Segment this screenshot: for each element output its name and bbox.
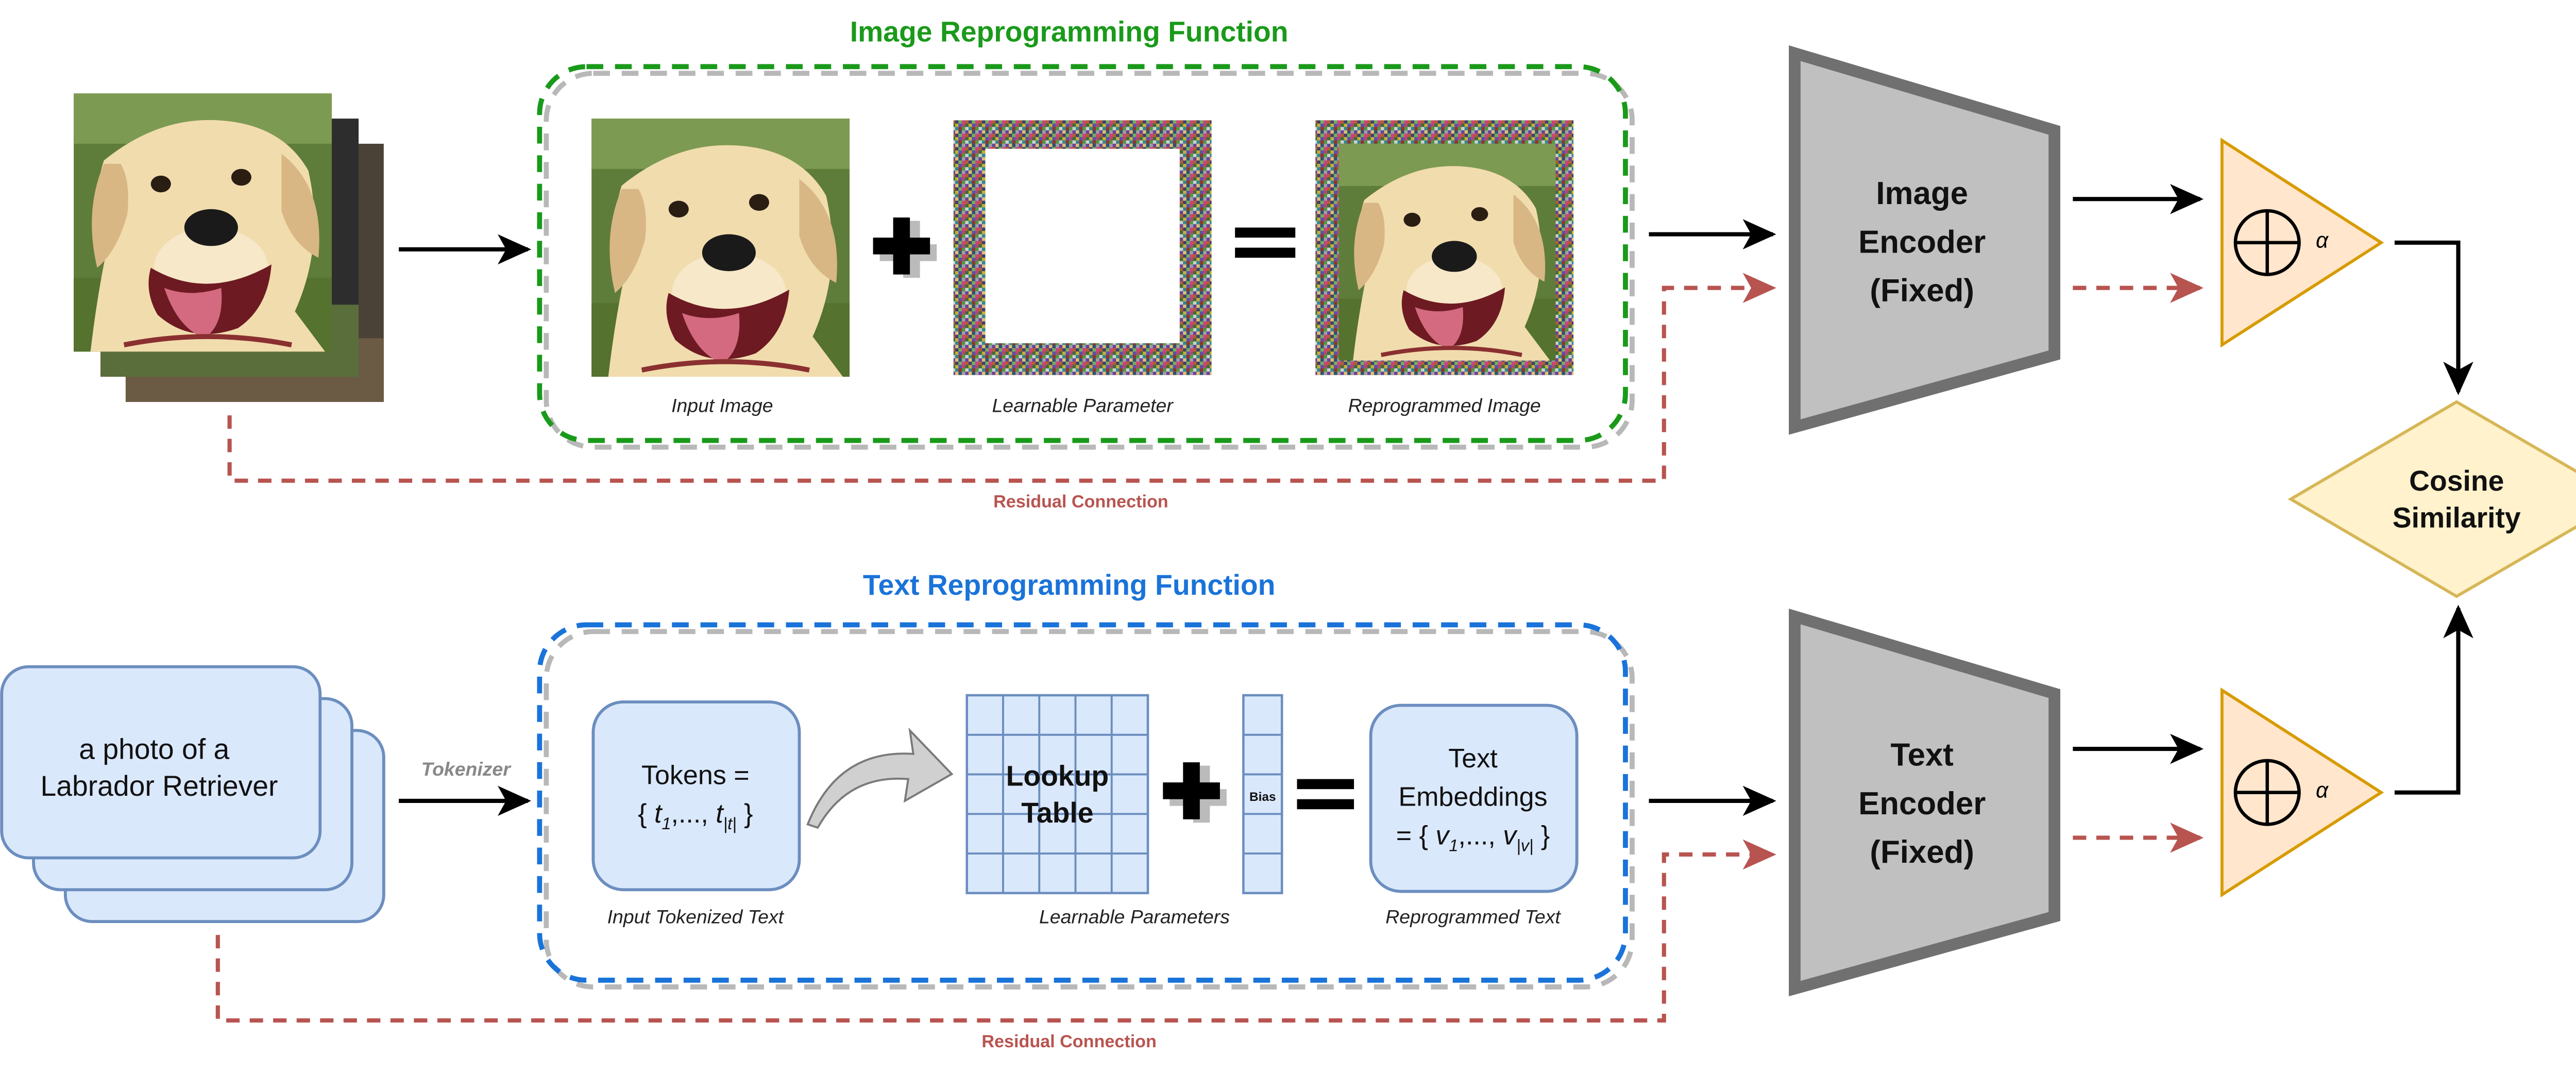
- image-encoder-line1: Image: [1876, 176, 1968, 211]
- prompt-line2: Labrador Retriever: [41, 770, 278, 802]
- reprogrammed-text-label: Reprogrammed Text: [1385, 906, 1561, 927]
- text-encoder-line2: Encoder: [1858, 786, 1986, 822]
- text-encoder-line3: (Fixed): [1870, 834, 1974, 870]
- text-residual-connection: [215, 839, 1776, 1023]
- text-fusion-node: [2220, 687, 2384, 898]
- input-tokenized-text-label: Input Tokenized Text: [607, 906, 785, 927]
- image-stack: [74, 93, 384, 402]
- text-reprogramming-frame: [537, 622, 1628, 983]
- plus-icon: [873, 217, 937, 278]
- cosine-similarity-node: [2287, 400, 2576, 598]
- reprogrammed-image-label: Reprogrammed Image: [1348, 394, 1541, 416]
- image-encoder: [1789, 45, 2061, 435]
- cosine-similarity-line2: Similarity: [2393, 502, 2521, 534]
- equals-icon: [1297, 779, 1354, 810]
- image-reprogramming-title: Image Reprogramming Function: [850, 15, 1289, 47]
- image-encoder-line3: (Fixed): [1870, 273, 1974, 309]
- bias-label: Bias: [1249, 790, 1276, 804]
- image-fusion-alpha: α: [2316, 228, 2329, 253]
- lookup-table-line1: Lookup: [1006, 760, 1109, 792]
- bias-column: [1242, 694, 1283, 895]
- tokens-box: [591, 700, 801, 892]
- lookup-table-grid: [965, 694, 1149, 895]
- reprogrammed-image: [1315, 120, 1574, 375]
- prompt-card: [0, 665, 322, 860]
- tokens-line1: Tokens =: [641, 760, 750, 790]
- text-encoder-line1: Text: [1890, 738, 1953, 773]
- text-embeddings-line3: = { v1,..., v|v| }: [1396, 820, 1550, 855]
- circled-plus-icon: [2233, 759, 2301, 826]
- prompt-stack: [0, 665, 385, 924]
- cosine-similarity-line1: Cosine: [2409, 465, 2504, 497]
- learnable-parameters-label: Learnable Parameters: [1039, 906, 1230, 927]
- image-encoder-line2: Encoder: [1858, 224, 1986, 260]
- tokenizer-label: Tokenizer: [421, 758, 512, 780]
- input-image-label: Input Image: [671, 394, 773, 416]
- image-fusion-to-cosine-arrow: [2394, 240, 2473, 395]
- image-fusion-node: [2220, 138, 2384, 348]
- image-residual-label: Residual Connection: [993, 492, 1168, 512]
- tokens-line2: { t1,..., t|t| }: [638, 799, 753, 833]
- prompt-line1: a photo of a: [79, 733, 229, 765]
- learnable-parameter-frame: [953, 120, 1212, 375]
- input-image: [591, 119, 850, 377]
- circled-plus-icon: [2233, 209, 2301, 276]
- text-fusion-alpha: α: [2316, 778, 2329, 802]
- image-frame-shadow: [544, 71, 1635, 450]
- text-embeddings-line1: Text: [1448, 744, 1498, 774]
- learnable-parameter-label: Learnable Parameter: [992, 394, 1174, 416]
- text-encoder: [1789, 608, 2061, 997]
- text-residual-label: Residual Connection: [981, 1032, 1157, 1051]
- text-embeddings-line2: Embeddings: [1398, 782, 1547, 812]
- plus-icon: [1163, 762, 1227, 823]
- lookup-table-line2: Table: [1021, 797, 1093, 829]
- curved-arrow-icon: [806, 727, 954, 829]
- text-reprogramming-title: Text Reprogramming Function: [863, 569, 1276, 601]
- text-frame-shadow: [544, 629, 1635, 990]
- text-embeddings-box: [1369, 703, 1579, 893]
- text-fusion-to-cosine-arrow: [2394, 605, 2473, 795]
- equals-icon: [1235, 227, 1296, 258]
- image-reprogramming-frame: [537, 64, 1628, 443]
